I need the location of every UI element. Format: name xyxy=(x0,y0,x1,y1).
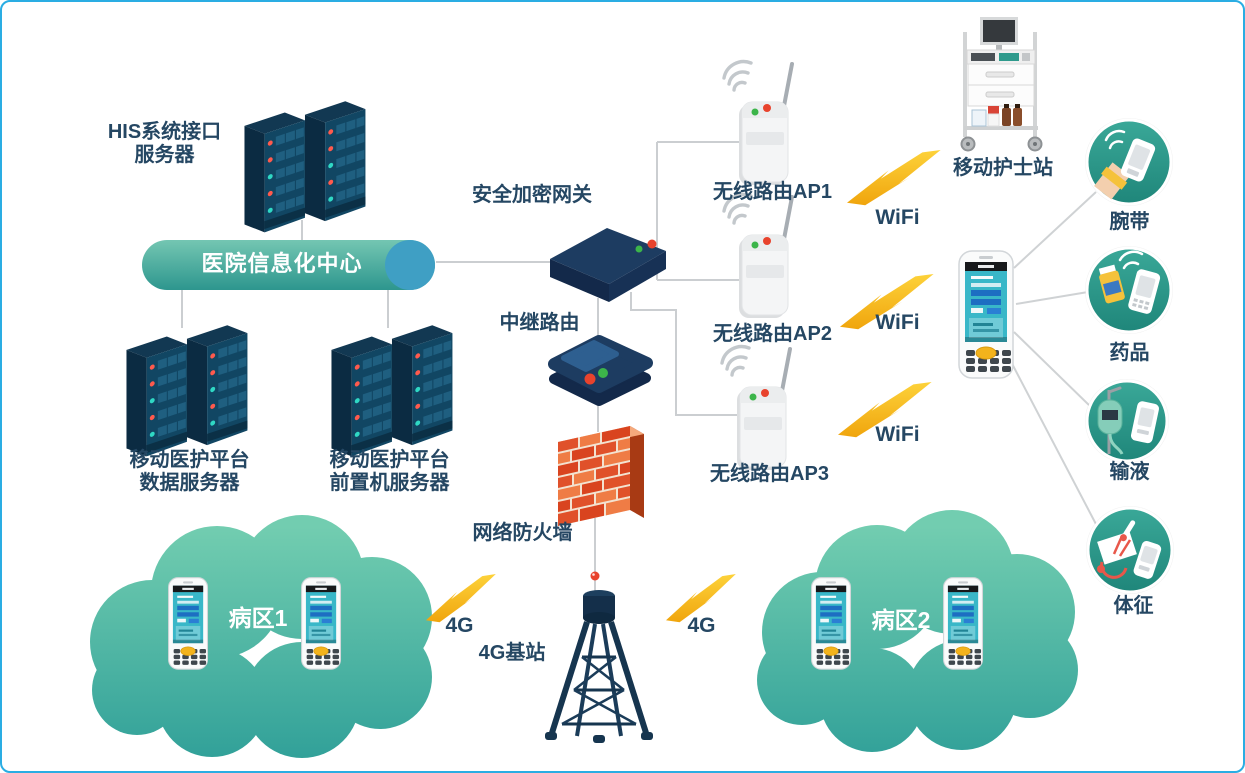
wireless-ap3-icon xyxy=(720,344,792,472)
label-nurse-station: 移动护士站 xyxy=(953,157,1053,179)
label-medicine: 药品 xyxy=(1109,342,1150,364)
label-his-server: HIS系统接口 服务器 xyxy=(107,121,222,166)
antenna-tip-light xyxy=(590,571,600,581)
label-ap3: 无线路由AP3 xyxy=(710,463,829,485)
pda-device-icon xyxy=(958,250,1014,379)
label-ap2: 无线路由AP2 xyxy=(713,323,832,345)
wifi1-lightning-icon xyxy=(847,150,941,206)
his-server-rack-icon xyxy=(244,101,365,232)
label-ap1: 无线路由AP1 xyxy=(713,181,832,203)
firewall-brick-icon xyxy=(558,425,644,526)
wireless-ap2-icon xyxy=(722,192,794,320)
label-firewall: 网络防火墙 xyxy=(472,522,573,544)
data-server-rack-icon xyxy=(126,325,247,456)
label-4g-left: 4G xyxy=(445,614,474,637)
medicine-scan-icon xyxy=(1085,246,1173,334)
label-gateway: 安全加密网关 xyxy=(472,184,592,206)
label-ward2: 病区2 xyxy=(871,607,931,633)
cell-tower-icon xyxy=(545,590,653,743)
database-cylinder-icon xyxy=(142,240,435,290)
ward1-cloud-icon xyxy=(90,515,432,758)
label-data-server: 移动医护平台 数据服务器 xyxy=(129,449,250,494)
label-base-station: 4G基站 xyxy=(478,642,546,664)
pda-scan-links xyxy=(1007,191,1099,529)
antenna-tip-gleam xyxy=(592,573,595,576)
label-wifi1: WiFi xyxy=(875,206,920,229)
label-4g-right: 4G xyxy=(687,614,716,637)
wireless-ap1-icon xyxy=(722,59,794,187)
label-vitals: 体征 xyxy=(1113,595,1154,617)
gateway-device-icon xyxy=(550,228,666,302)
relay-router-icon xyxy=(548,335,653,406)
label-relay-router: 中继路由 xyxy=(499,312,580,334)
label-wifi3: WiFi xyxy=(875,423,920,446)
label-wristband: 腕带 xyxy=(1109,211,1150,233)
label-info-center: 医院信息化中心 xyxy=(201,251,363,276)
infusion-scan-icon xyxy=(1085,379,1169,463)
label-front-server: 移动医护平台 前置机服务器 xyxy=(329,449,450,494)
label-infusion: 输液 xyxy=(1109,461,1150,483)
vitals-scan-icon xyxy=(1086,506,1174,594)
nurse-cart-icon xyxy=(960,17,1043,152)
label-wifi2: WiFi xyxy=(875,311,920,334)
wristband-scan-icon xyxy=(1085,118,1173,206)
connector-lines xyxy=(181,141,744,604)
label-ward1: 病区1 xyxy=(228,605,288,631)
front-server-rack-icon xyxy=(331,325,452,456)
